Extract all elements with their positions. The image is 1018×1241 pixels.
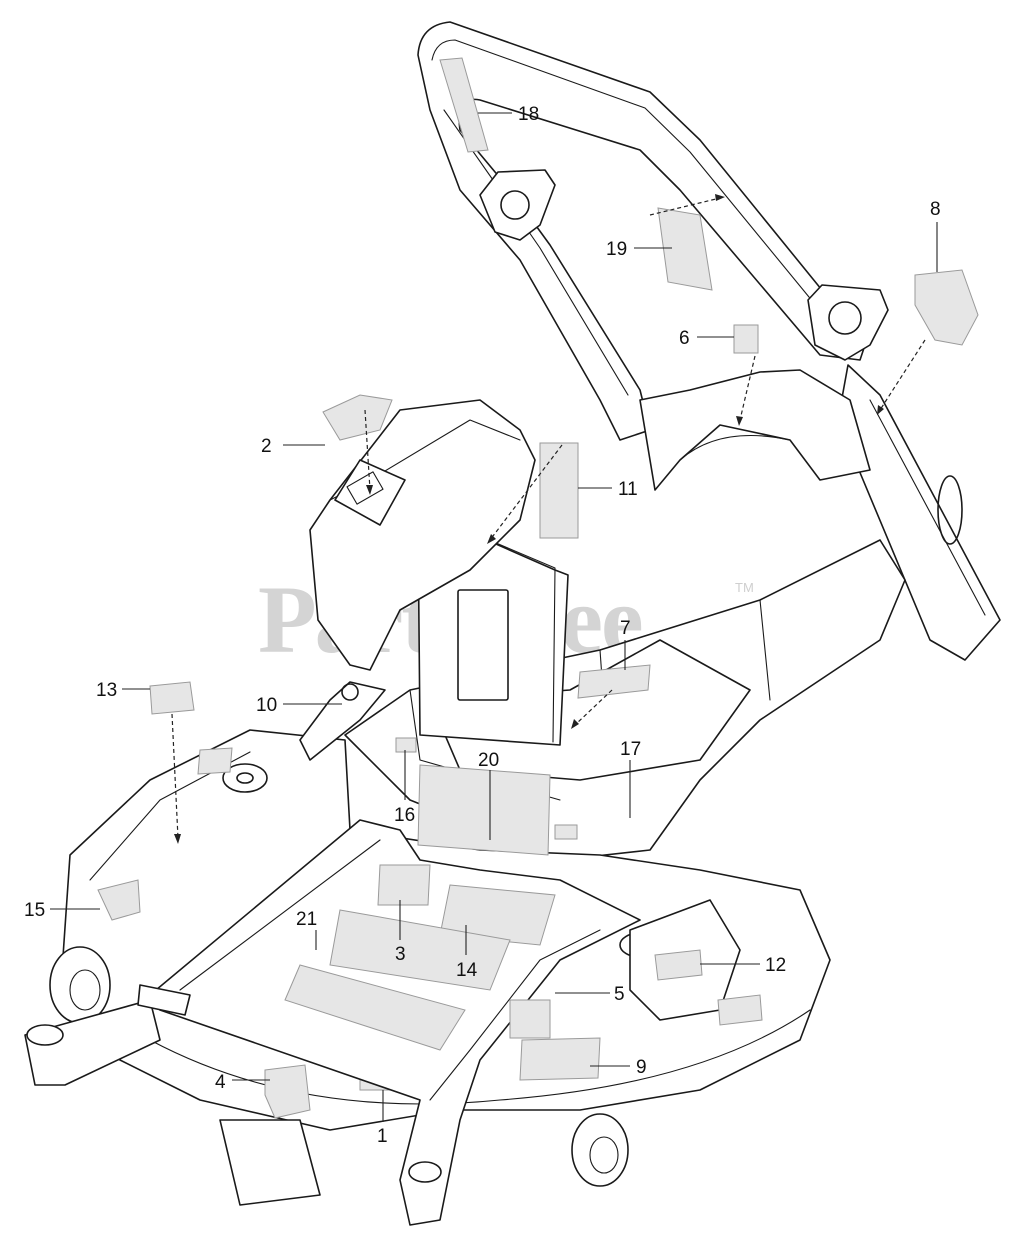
decal-7 [577,664,651,699]
callout-19: 19 [606,239,627,260]
floating-parts [149,207,979,1039]
callout-16: 16 [394,805,415,826]
decal-13 [149,681,195,715]
leader-lines [50,112,938,1122]
decal-19 [657,207,713,291]
install-arrows [171,194,926,844]
callout-18: 18 [518,104,539,125]
decal-9 [519,1037,601,1081]
callout-15: 15 [24,900,45,921]
decal-14 [439,884,556,946]
callout-4: 4 [215,1072,226,1093]
callout-3: 3 [395,944,406,965]
decal-17 [554,824,578,840]
decal-20 [417,764,551,856]
watermark-trademark: TM [735,580,754,595]
callout-9: 9 [636,1057,647,1078]
callout-17: 17 [620,739,641,760]
callout-2: 2 [261,436,272,457]
decal-12 [654,949,703,981]
decal-21 [284,964,466,1051]
decal-5 [509,999,551,1039]
decal-8 [914,269,979,346]
callout-21: 21 [296,909,317,930]
callout-1: 1 [377,1126,388,1147]
callout-labels: 18 19 6 8 2 11 7 13 10 16 20 17 15 21 3 … [24,104,941,1147]
part-10 [299,681,386,761]
callout-10: 10 [256,695,277,716]
decal-15 [97,879,141,921]
decal-3 [377,864,431,906]
callout-13: 13 [96,680,117,701]
callout-6: 6 [679,328,690,349]
callout-8: 8 [930,199,941,220]
callout-12: 12 [765,955,786,976]
callout-11: 11 [618,479,638,500]
callout-5: 5 [614,984,625,1005]
decal-16 [395,737,417,753]
roll-bar [417,21,1001,661]
callout-20: 20 [478,750,499,771]
decal-4 [264,1064,311,1119]
decal-18 [439,57,489,153]
decal-11 [539,442,579,539]
decal-6 [733,324,759,354]
front-frame [24,764,641,1226]
decal-2 [322,394,393,441]
callout-14: 14 [456,960,478,981]
callout-7: 7 [620,618,631,639]
